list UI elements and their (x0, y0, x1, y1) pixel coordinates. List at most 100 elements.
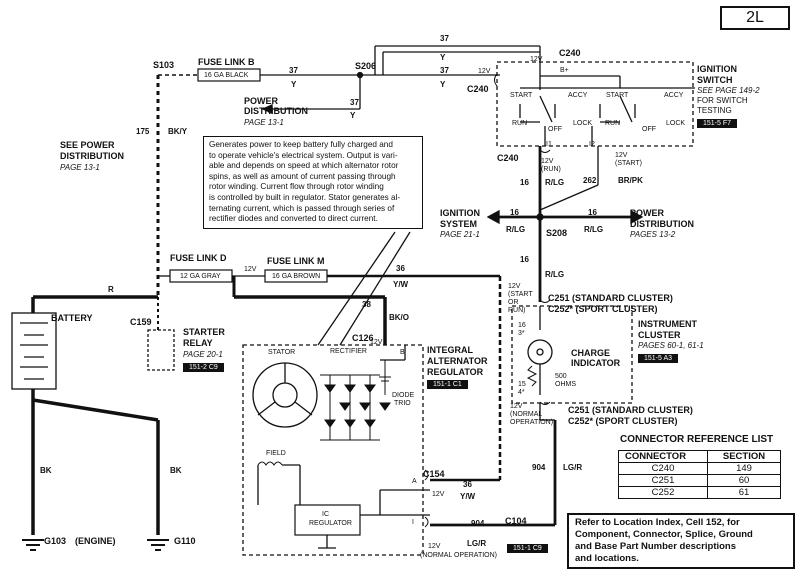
switch-lock-l: LOCK (573, 120, 593, 127)
v12-start-2: (START) (615, 160, 642, 167)
alt-pin-b: B (400, 349, 405, 356)
power-distribution-top-page: PAGE 13-1 (244, 118, 284, 127)
wire-lgr-b: LG/R (467, 539, 487, 548)
ground-g103-note: (ENGINE) (75, 536, 116, 546)
c251-bottom: C251 (STANDARD CLUSTER) (568, 405, 693, 415)
switch-accy-l: ACCY (568, 92, 588, 99)
row-section: 61 (707, 486, 781, 499)
v12-run-1: 12V (541, 158, 554, 165)
ignition-switch-see-1: SEE PAGE 149-2 (697, 86, 760, 95)
cluster-pin16s: 3* (518, 330, 525, 337)
wire-262: 262 (583, 176, 597, 185)
wire-bko: BK/O (389, 313, 409, 322)
switch-run-r: RUN (605, 120, 621, 127)
connector-c159: C159 (130, 317, 152, 327)
switch-pin-i1: I1 (546, 141, 552, 148)
table-row: C240 149 (618, 462, 781, 475)
table-header-row: CONNECTOR SECTION (618, 450, 781, 463)
location-note: Refer to Location Index, Cell 152, for C… (567, 513, 795, 569)
fuse-link-d-label: FUSE LINK D (170, 253, 227, 263)
row-connector: C251 (618, 474, 708, 487)
charge-indicator-2: INDICATOR (571, 358, 621, 368)
power-distribution-right-page: PAGES 13-2 (630, 230, 676, 239)
fuse-link-m-gauge: 16 GA BROWN (272, 273, 321, 280)
connector-reference-title: CONNECTOR REFERENCE LIST (620, 434, 774, 445)
connector-c104: C104 (505, 516, 527, 526)
alt-rectifier: RECTIFIER (330, 348, 367, 355)
connector-c240-top: C240 (559, 48, 581, 58)
ignition-switch-see-2: FOR SWITCH (697, 96, 748, 105)
wire-rlg-c: R/LG (584, 225, 604, 234)
instrument-cluster-title-2: CLUSTER (638, 330, 681, 340)
header-connector: CONNECTOR (618, 450, 708, 463)
switch-12v: 12V (530, 56, 543, 63)
ignition-switch-see-3: TESTING (697, 106, 732, 115)
power-distribution-right-1: POWER (630, 208, 665, 218)
wire-lgr-a: LG/R (563, 463, 583, 472)
switch-pin-i2: I2 (589, 141, 595, 148)
switch-bplus: B+ (560, 67, 569, 74)
connector-c154: C154 (423, 469, 445, 479)
wire-rlg-d: R/LG (545, 270, 565, 279)
switch-start-r: START (606, 92, 629, 99)
alternator-description: Generates power to keep battery fully ch… (203, 136, 423, 229)
cluster-v-bot-2: (NORMAL (510, 411, 543, 418)
see-power-distribution-2: DISTRIBUTION (60, 151, 124, 161)
wire-38: 38 (362, 300, 371, 309)
row-section: 60 (707, 474, 781, 487)
wire-37-a: 37 (440, 34, 449, 43)
wire-904-a: 904 (532, 463, 546, 472)
power-distribution-right-2: DISTRIBUTION (630, 219, 694, 229)
alt-pin-i: I (412, 519, 414, 526)
fuse-12v: 12V (478, 68, 491, 75)
splice-s206: S206 (355, 61, 377, 71)
alternator-title-3: REGULATOR (427, 367, 484, 377)
alt-diode-1: DIODE (392, 392, 415, 399)
wire-y-a: Y (440, 53, 446, 62)
connector-c240-bottom: C240 (497, 153, 519, 163)
power-distribution-top-title-2: DISTRIBUTION (244, 106, 308, 116)
cluster-v-bot-1: 12V (510, 403, 523, 410)
switch-run-l: RUN (512, 120, 528, 127)
alt-ic-1: IC (322, 511, 329, 518)
splice-s208: S208 (546, 228, 568, 238)
cluster-ohms-1: 500 (555, 373, 567, 380)
fuse-link-d-gauge: 12 GA GRAY (180, 273, 221, 280)
c104-normal-op: (NORMAL OPERATION) (420, 552, 498, 559)
wire-rlg-b: R/LG (506, 225, 526, 234)
power-distribution-top-title: POWER (244, 96, 279, 106)
ignition-switch-title-1: IGNITION (697, 64, 737, 74)
c104-ref: 151-1 C9 (507, 544, 548, 553)
wire-y-b: Y (291, 80, 297, 89)
wire-16-c: 16 (588, 208, 597, 217)
switch-off-r: OFF (642, 126, 656, 133)
wire-37-c: 37 (440, 66, 449, 75)
alternator-title-2: ALTERNATOR (427, 356, 488, 366)
alt-ic-2: REGULATOR (309, 520, 352, 527)
wire-yw-a: Y/W (393, 280, 409, 289)
table-row: C251 60 (618, 474, 781, 487)
alt-stator: STATOR (268, 349, 296, 356)
ignition-system-2: SYSTEM (440, 219, 478, 229)
connector-reference-table: CONNECTOR SECTION C240 149 C251 60 C252 … (618, 450, 781, 499)
ignition-switch-title-2: SWITCH (697, 75, 733, 85)
wire-175: 175 (136, 127, 150, 136)
starter-relay-2: RELAY (183, 338, 213, 348)
see-power-distribution-page: PAGE 13-1 (60, 163, 100, 172)
wire-37-d: 37 (350, 98, 359, 107)
cluster-v-top-2: (START (508, 291, 533, 298)
ignition-system-page: PAGE 21-1 (440, 230, 480, 239)
wire-36-a: 36 (396, 264, 405, 273)
alt-diode-2: TRIO (394, 400, 411, 407)
cluster-pin16: 16 (518, 322, 526, 329)
fuse-link-b-label: FUSE LINK B (198, 57, 255, 67)
fuse-link-b-gauge: 16 GA BLACK (204, 72, 249, 79)
header-section: SECTION (707, 450, 781, 463)
wire-16-d: 16 (520, 255, 529, 264)
alt-field: FIELD (266, 450, 286, 457)
row-section: 149 (707, 462, 781, 475)
c252-bottom: C252* (SPORT CLUSTER) (568, 416, 678, 426)
v12-start-1: 12V (615, 152, 628, 159)
splice-s103: S103 (153, 60, 175, 70)
